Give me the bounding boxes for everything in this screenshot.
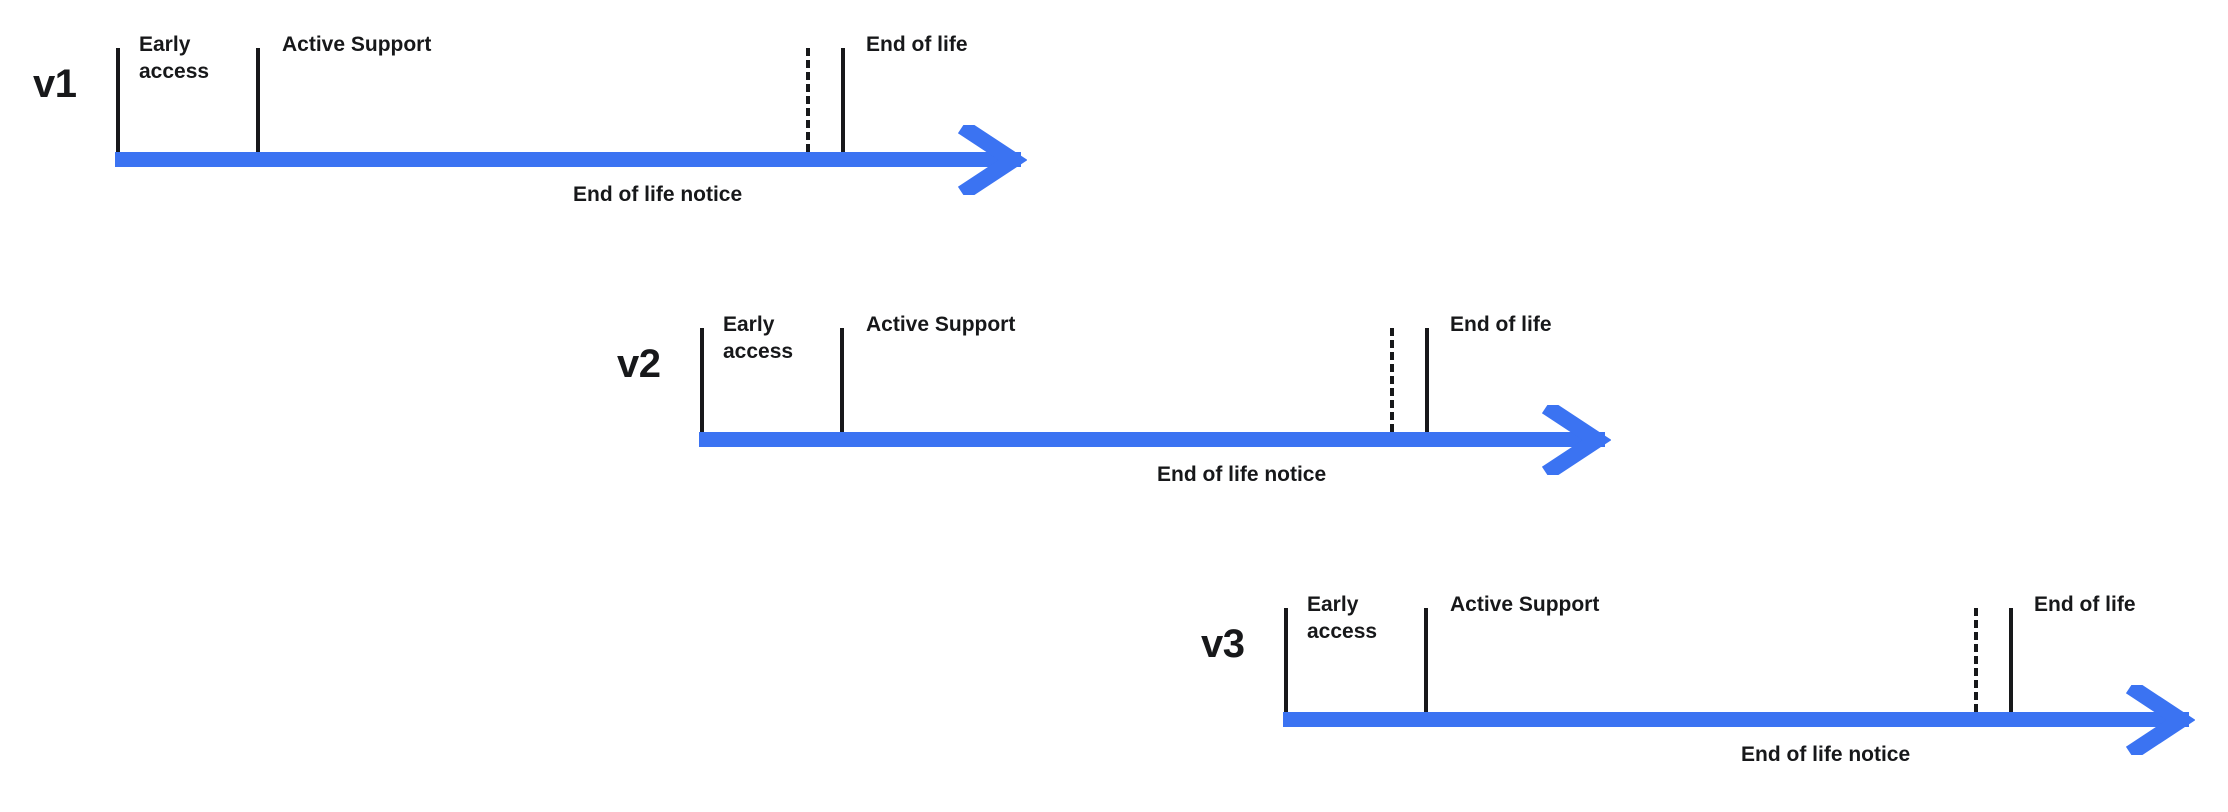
version-label-v3: v3 <box>1201 622 1245 666</box>
phase-divider-active-support-start-v3 <box>1424 608 1428 712</box>
version-row-v2: v2 Early access Active Support End of li… <box>0 280 2228 560</box>
phase-label-early-access-v1: Early access <box>139 33 210 83</box>
phase-divider-early-access-start-v3 <box>1284 608 1288 712</box>
phase-divider-active-support-start-v2 <box>840 328 844 432</box>
version-row-v3: v3 Early access Active Support End of li… <box>0 560 2228 812</box>
end-of-life-notice-marker-v3 <box>1974 608 1978 712</box>
version-label-v2: v2 <box>617 342 661 386</box>
timeline-arrow-head-v3 <box>2125 685 2195 755</box>
end-of-life-notice-marker-v2 <box>1390 328 1394 432</box>
phase-label-end-of-life-v2: End of life <box>1450 313 1552 336</box>
phase-label-active-support-v1: Active Support <box>282 33 432 56</box>
phase-divider-end-of-life-start-v2 <box>1425 328 1429 432</box>
phase-divider-early-access-start-v2 <box>700 328 704 432</box>
phase-divider-end-of-life-start-v3 <box>2009 608 2013 712</box>
phase-label-end-of-life-v1: End of life <box>866 33 968 56</box>
bar-caption-end-of-life-notice-v3: End of life notice <box>1741 743 1911 766</box>
timeline-arrow-head-v1 <box>957 125 1027 195</box>
phase-label-active-support-v3: Active Support <box>1450 593 1600 616</box>
phase-label-early-access-v2: Early access <box>723 313 794 363</box>
phase-label-end-of-life-v3: End of life <box>2034 593 2136 616</box>
bar-caption-end-of-life-notice-v2: End of life notice <box>1157 463 1327 486</box>
timeline-bar-v3 <box>1283 712 2189 727</box>
version-label-v1: v1 <box>33 62 77 106</box>
timeline-bar-v2 <box>699 432 1605 447</box>
bar-caption-end-of-life-notice-v1: End of life notice <box>573 183 743 206</box>
phase-divider-active-support-start-v1 <box>256 48 260 152</box>
phase-divider-early-access-start-v1 <box>116 48 120 152</box>
end-of-life-notice-marker-v1 <box>806 48 810 152</box>
timeline-bar-v1 <box>115 152 1021 167</box>
phase-label-active-support-v2: Active Support <box>866 313 1016 336</box>
version-row-v1: v1 Early access Active Support End of li… <box>0 0 2228 280</box>
phase-label-early-access-v3: Early access <box>1307 593 1378 643</box>
phase-divider-end-of-life-start-v1 <box>841 48 845 152</box>
timeline-arrow-head-v2 <box>1541 405 1611 475</box>
